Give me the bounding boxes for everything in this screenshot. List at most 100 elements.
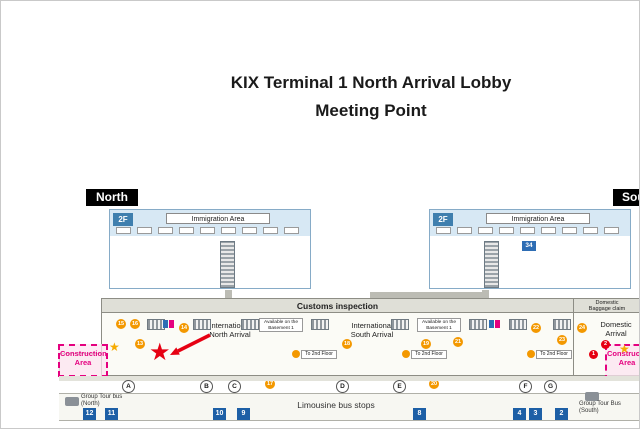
facility-number-badge: 22 [531,323,541,333]
construction-line1: Construction [607,349,640,358]
entrance-door-label: E [393,380,406,393]
immigration-section-south: 2F Immigration Area 34 [429,209,631,289]
basement-note-line2: Basement 1 [426,326,452,331]
facility-number-badge: 17 [265,379,275,389]
south-label: South [613,189,639,206]
bus-stop-number-badge: 3 [529,408,542,420]
immigration-counter [478,227,493,234]
to-2nd-floor-label: To 2nd Floor [411,350,447,359]
facility-number-badge: 16 [130,319,140,329]
immigration-area-label: Immigration Area [166,213,270,224]
bus-stop-number-badge: 9 [237,408,250,420]
gate-number-badge: 34 [522,241,536,251]
group-tour-south-line2: (South) [579,408,599,414]
basement-availability-note: Available on the Basement 1 [259,318,303,332]
international-south-arrival-label: International South Arrival [337,321,407,339]
entrance-door-label: C [228,380,241,393]
immigration-counter [116,227,131,234]
immigration-counter [137,227,152,234]
escalator-icon [220,241,235,288]
meeting-point-star: ★ [149,339,171,366]
bus-stop-number-badge: 12 [83,408,96,420]
curb [59,376,639,381]
intl-south-line2: South Arrival [350,329,394,339]
immigration-section-north: 2F Immigration Area [109,209,311,289]
group-tour-north-line1: Group Tour bus [81,394,123,400]
intl-south-line1: International [351,321,393,330]
immigration-counter [541,227,556,234]
international-north-arrival-label: International North Arrival [195,321,265,339]
toilet-icon-female [169,320,174,328]
facility-number-badge: 23 [557,335,567,345]
exit-number-badge: 2 [601,340,610,349]
entrance-door-label: B [200,380,213,393]
entrance-door-label: A [122,380,135,393]
bus-stop-number-badge: 8 [413,408,426,420]
exit-number-badge: 1 [589,350,598,359]
domestic-arrival-label: Domestic Arrival [591,320,639,338]
intl-north-line1: International [209,321,251,330]
stairs-icon [241,319,259,330]
to-2nd-floor-icon [292,350,300,358]
bus-stop-number-badge: 2 [555,408,568,420]
immigration-counter [179,227,194,234]
alt-meeting-star-north: ★ [109,340,120,354]
stairs-icon [311,319,329,330]
to-2nd-floor-icon [402,350,410,358]
immigration-counter [520,227,535,234]
domestic-section-divider [573,313,574,376]
entrance-door-label: D [336,380,349,393]
toilet-icon-female [495,320,500,328]
group-tour-south-line1: Group Tour Bus [579,401,621,407]
domestic-baggage-claim-label: Domestic Baggage claim [573,298,639,313]
immigration-counter [457,227,472,234]
to-2nd-floor-label: To 2nd Floor [301,350,337,359]
meeting-point-arrow [170,333,211,355]
facility-number-badge: 14 [179,323,189,333]
bus-stop-number-badge: 4 [513,408,526,420]
toilet-icon-male [489,320,494,328]
facility-number-badge: 21 [453,337,463,347]
immigration-counter [284,227,299,234]
group-tour-bus-south-label: Group Tour Bus (South) [579,401,639,415]
entrance-door-label: F [519,380,532,393]
domestic-arrival-line2: Arrival [605,328,627,338]
basement-note-line2: Basement 1 [268,326,294,331]
limousine-bus-stops-label: Limousine bus stops [297,400,375,410]
road [59,393,639,421]
basement-availability-note: Available on the Basement 1 [417,318,461,332]
north-label: North [86,189,138,206]
floor-2f-badge: 2F [113,213,133,226]
facility-number-badge: 20 [429,379,439,389]
bus-stop-number-badge: 10 [213,408,226,420]
immigration-counter [499,227,514,234]
construction-line1: Construction [60,349,107,358]
immigration-counter [562,227,577,234]
escalator-icon [484,241,499,288]
arrival-path-arrow-south-shaft [370,292,489,299]
facility-number-badge: 19 [421,339,431,349]
immigration-counter [263,227,278,234]
domestic-baggage-line2: Baggage claim [588,306,626,312]
immigration-counter [583,227,598,234]
bus-icon [65,397,79,406]
construction-line2: Area [618,358,636,367]
to-2nd-floor-icon [527,350,535,358]
intl-north-line2: North Arrival [209,329,251,339]
immigration-counter [436,227,451,234]
facility-number-badge: 13 [135,339,145,349]
toilet-icon-male [163,320,168,328]
to-2nd-floor-label: To 2nd Floor [536,350,572,359]
entrance-door-label: G [544,380,557,393]
basement-note-line1: Available on the [263,320,299,325]
stairs-icon [553,319,571,330]
alt-meeting-star-south: ★ [619,342,630,356]
facility-number-badge: 18 [342,339,352,349]
immigration-area-label: Immigration Area [486,213,590,224]
page-title-line1: KIX Terminal 1 North Arrival Lobby [230,73,512,92]
domestic-baggage-line1: Domestic [595,300,619,306]
group-tour-bus-north-label: Group Tour bus (North) [81,394,153,408]
facility-number-badge: 15 [116,319,126,329]
facility-number-badge: 24 [577,323,587,333]
